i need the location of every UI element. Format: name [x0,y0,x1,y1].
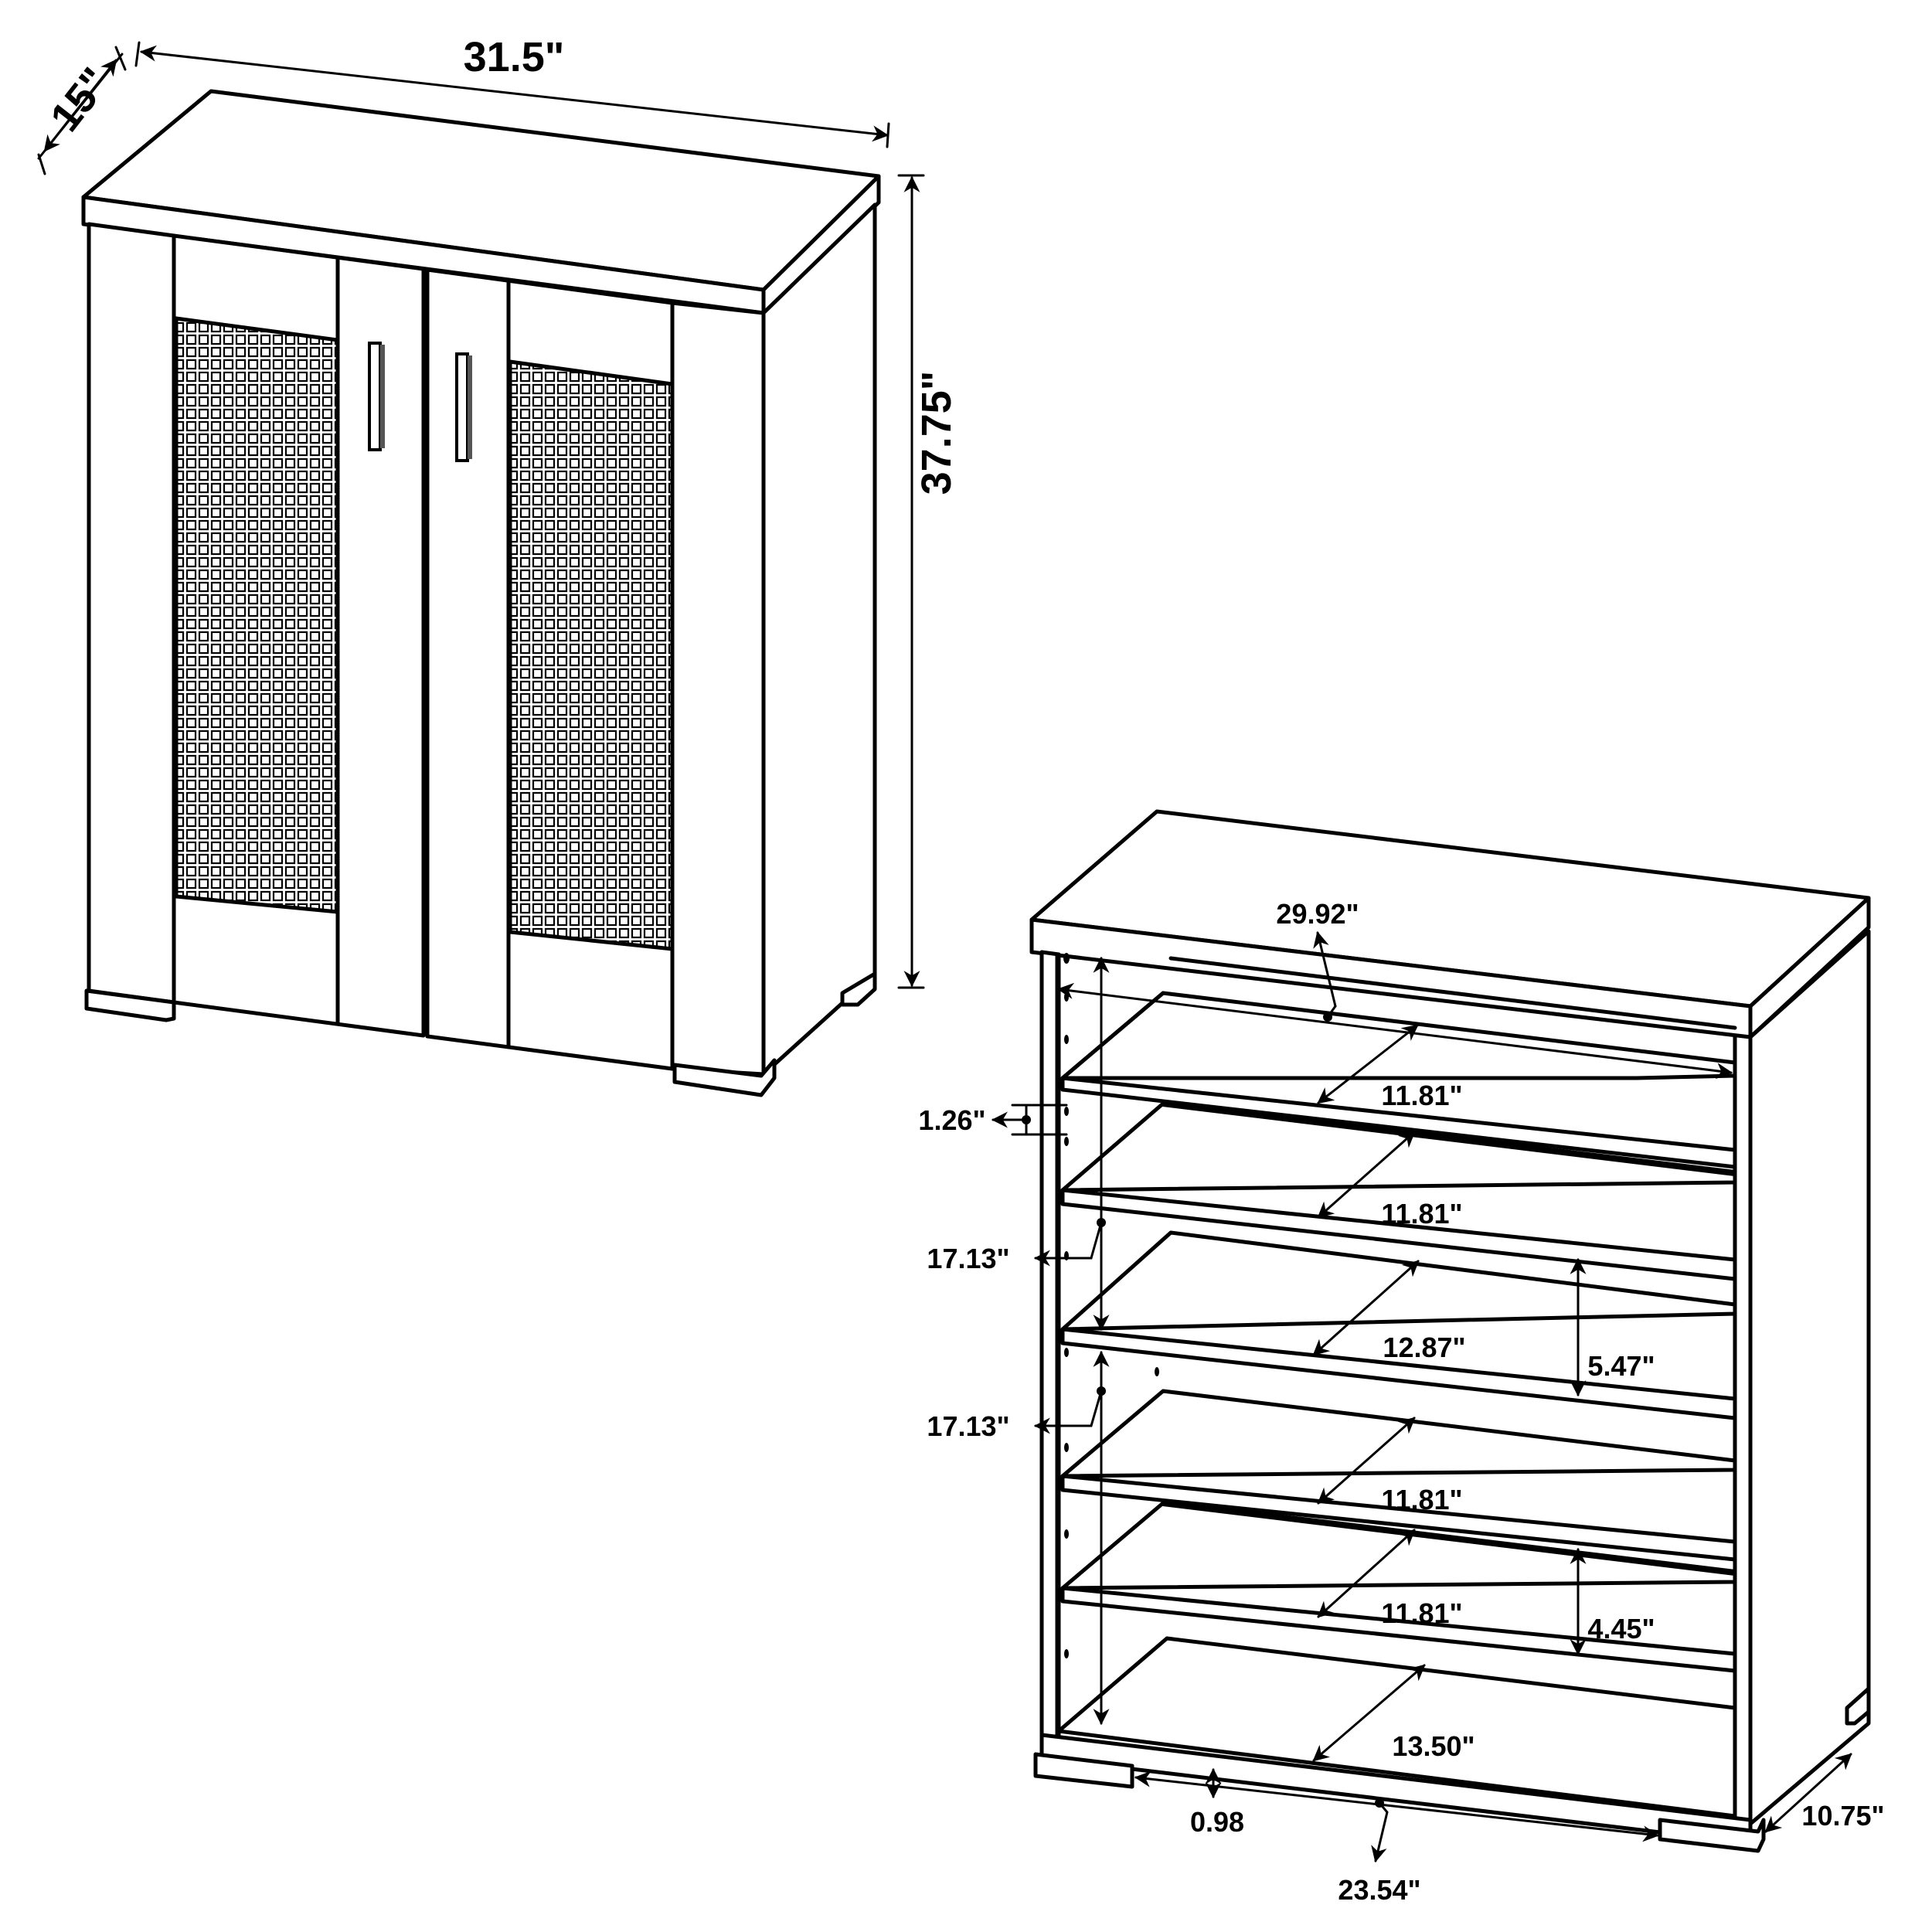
section-height-label-lower: 17.13" [927,1410,1009,1442]
back-right-foot [840,971,877,1007]
left-stile [87,222,176,1005]
open-right-side-panel [1748,929,1871,1826]
front-right-foot [672,1058,777,1097]
right-stile [670,301,766,1077]
front-view-cabinet [81,89,881,1097]
shelf-gap-label-2: 4.45" [1587,1613,1655,1645]
open-front-left-foot [1033,1752,1134,1789]
front-left-foot [84,988,176,1022]
shelf-depth-label-6: 13.50" [1392,1730,1475,1762]
shelf-depth-label-4: 11.81" [1381,1484,1462,1515]
base-depth-label: 10.75" [1801,1800,1884,1832]
cabinet-side-panel [761,202,877,1077]
shelf-depth-label-5: 11.81" [1381,1597,1462,1629]
inner-width-label: 29.92" [1276,898,1359,930]
shelf-gap-label-1: 5.47" [1587,1350,1655,1382]
height-label: 37.75" [913,371,960,495]
section-height-label-upper: 17.13" [927,1243,1009,1274]
open-back-right-foot [1845,1686,1871,1726]
top-slab-side-edge [761,174,881,315]
hole-spacing-label: 1.26" [918,1104,985,1136]
open-top-slab-side-edge [1748,896,1871,1039]
shelf-depth-label-2: 11.81" [1381,1198,1462,1230]
left-door-handle-icon [368,342,385,451]
base-width-label: 23.54" [1338,1874,1420,1906]
shelf-depth-label-3: 12.87" [1383,1332,1465,1363]
open-front-right-foot [1658,1818,1766,1853]
right-door-handle-icon [455,352,472,462]
right-door-mesh-panel [508,359,675,951]
open-view-dimensions: 29.92" 1.26" 17.13" 17.13" 11.81" 11.81"… [918,898,1884,1906]
width-label: 31.5" [464,34,565,80]
left-door-mesh-panel [174,316,340,914]
base-height-label: 0.98 [1190,1806,1244,1838]
shelf-depth-label-1: 11.81" [1381,1080,1462,1111]
